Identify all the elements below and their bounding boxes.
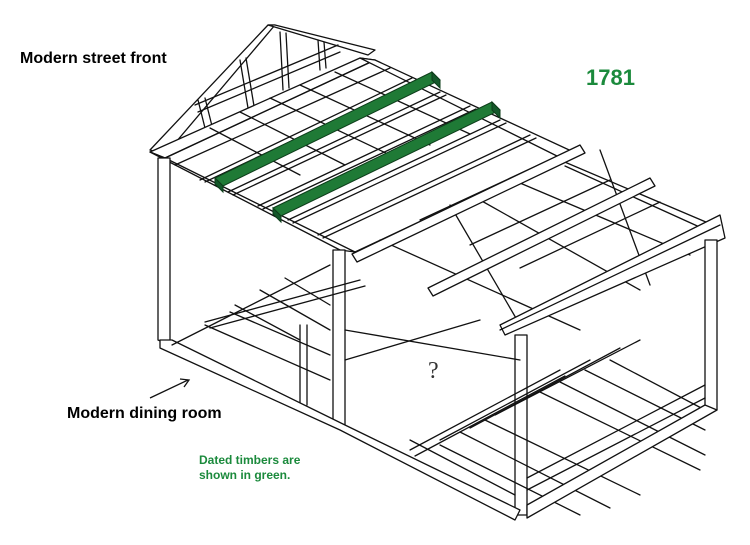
dated-timbers [214, 70, 501, 224]
arrow-icon [149, 378, 191, 399]
ground-floor-frame [159, 264, 718, 521]
legend-note: Dated timbers are shown in green. [199, 453, 300, 483]
posts [157, 157, 718, 516]
dining-room-label: Modern dining room [67, 405, 222, 422]
question-mark: ? [428, 358, 439, 384]
year-label: 1781 [586, 65, 635, 90]
legend-note-line2: shown in green. [199, 468, 291, 482]
street-front-label: Modern street front [20, 50, 167, 67]
legend-note-line1: Dated timbers are [199, 453, 301, 467]
roof-beams [351, 144, 726, 336]
dated-timber-beam [214, 71, 441, 187]
gable-frame [149, 24, 376, 156]
